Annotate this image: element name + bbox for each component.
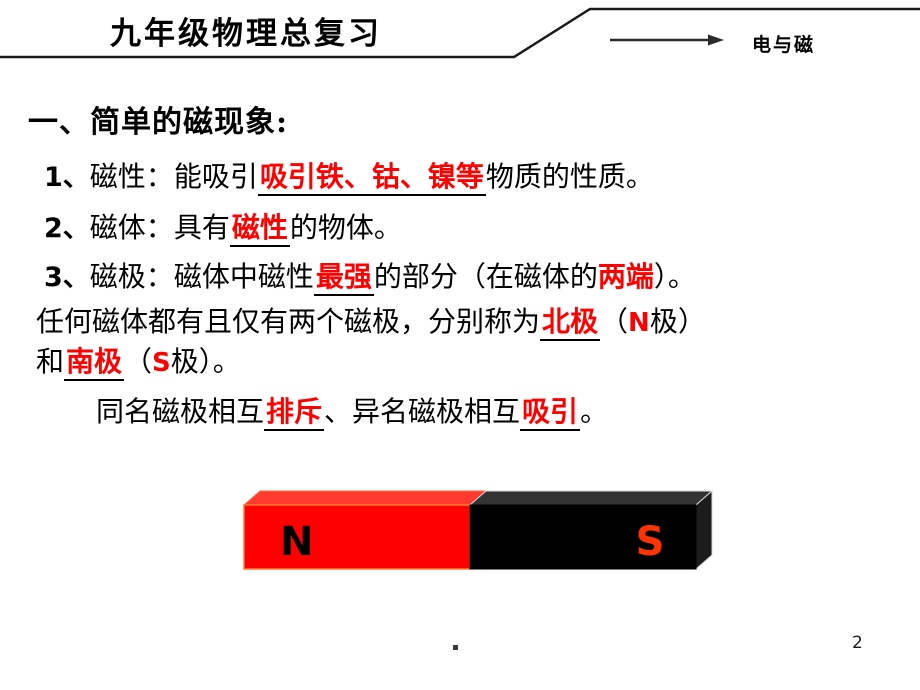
item-5-pole-word: 极	[170, 345, 199, 378]
page-title: 九年级物理总复习	[110, 16, 382, 52]
content-item-6: 同名磁极相互排斥、异名磁极相互吸引。	[96, 395, 609, 431]
item-3-term: 磁极：	[89, 260, 174, 293]
item-3-text-before: 磁体中磁性	[173, 260, 314, 293]
item-3-number: 3、	[44, 262, 90, 293]
item-6-text-part1: 同名磁极相互	[96, 395, 265, 428]
content-item-2: 2、磁体：具有磁性的物体。	[44, 211, 402, 247]
slide-header: 九年级物理总复习 电与磁	[0, 0, 920, 80]
item-1-term: 磁性：	[89, 160, 174, 193]
content-item-4: 任何磁体都有且仅有两个磁极，分别称为北极（N极）	[36, 305, 706, 341]
item-2-text-after: 的物体。	[289, 211, 402, 244]
item-4-pole-word: 极	[649, 305, 678, 338]
item-3-text-after: ）。	[653, 260, 696, 293]
arrow-right-icon	[610, 34, 724, 46]
magnet-north-label: N	[280, 519, 313, 565]
item-4-blank-answer: 北极	[540, 305, 601, 341]
content-item-1: 1、磁性：能吸引吸引铁、钴、镍等物质的性质。	[44, 160, 654, 196]
content-item-5: 和南极（S极）。	[36, 345, 241, 381]
item-4-paren-close: ）	[677, 305, 706, 338]
header-topic-label: 电与磁	[752, 34, 816, 56]
item-2-text-before: 具有	[173, 211, 230, 244]
item-6-text-part2: 、异名磁极相互	[324, 395, 521, 428]
magnet-top-face-south	[468, 490, 714, 506]
magnet-right-face	[695, 489, 713, 571]
magnet-south-pole-face	[469, 504, 697, 570]
item-2-number: 2、	[44, 213, 90, 244]
item-6-blank-answer-1: 排斥	[264, 395, 325, 431]
item-2-term: 磁体：	[89, 211, 174, 244]
item-6-blank-answer-2: 吸引	[520, 395, 581, 431]
item-6-text-part3: 。	[580, 395, 609, 428]
item-5-paren-open: （	[124, 345, 153, 378]
item-4-paren-open: （	[600, 305, 629, 338]
item-1-number: 1、	[44, 162, 90, 193]
item-3-highlight: 两端	[597, 260, 654, 293]
magnet-south-label: S	[636, 519, 665, 565]
footer-dot-marker	[453, 645, 458, 650]
item-5-paren-close: ）。	[198, 345, 241, 378]
item-1-text-after: 物质的性质。	[485, 160, 654, 193]
section-heading: 一、简单的磁现象:	[28, 105, 289, 140]
item-3-text-mid: 的部分（在磁体的	[373, 260, 598, 293]
item-4-pole-letter: N	[628, 308, 650, 338]
item-1-blank-answer: 吸引铁、钴、镍等	[257, 160, 486, 196]
item-1-text-before: 能吸引	[173, 160, 258, 193]
item-5-pole-letter: S	[152, 348, 171, 378]
item-2-blank-answer: 磁性	[229, 211, 290, 247]
page-number: 2	[852, 633, 863, 653]
item-4-text-before: 任何磁体都有且仅有两个磁极，分别称为	[36, 305, 541, 338]
magnet-north-pole-face	[243, 504, 471, 570]
magnet-top-face-north	[242, 490, 488, 506]
content-item-3: 3、磁极：磁体中磁性最强的部分（在磁体的两端）。	[44, 260, 696, 296]
item-3-blank-answer: 最强	[313, 260, 374, 296]
header-divider-line	[0, 7, 920, 59]
item-5-blank-answer: 南极	[64, 345, 125, 381]
bar-magnet-diagram: N S	[242, 489, 714, 571]
item-5-text-before: 和	[36, 345, 65, 378]
